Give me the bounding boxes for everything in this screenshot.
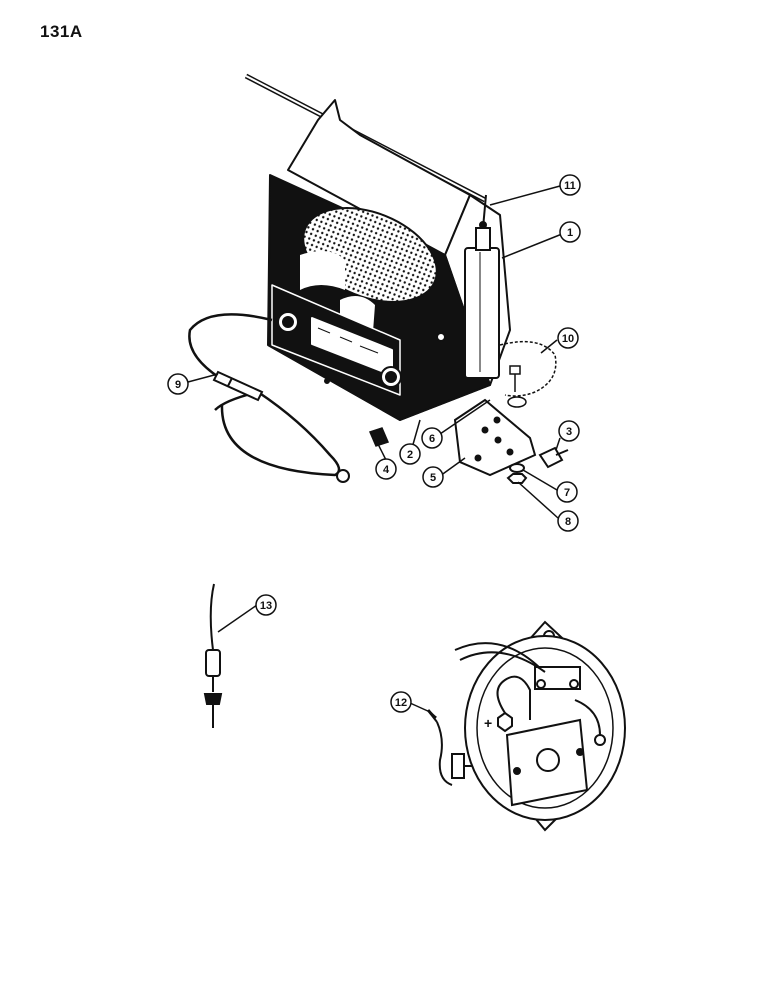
- callout-1: 1: [559, 221, 581, 243]
- svg-text:8: 8: [565, 516, 571, 528]
- svg-text:5: 5: [430, 472, 436, 484]
- svg-text:10: 10: [562, 333, 574, 345]
- callout-3: 3: [558, 420, 580, 442]
- callout-group: 11 1 10 9 6 2 4 5: [167, 174, 581, 713]
- callout-7: 7: [556, 481, 578, 503]
- callout-13: 13: [255, 594, 277, 616]
- part-4-clip: [368, 427, 390, 447]
- svg-text:11: 11: [564, 180, 576, 192]
- callout-6: 6: [421, 427, 443, 449]
- callout-10: 10: [557, 327, 579, 349]
- callout-4: 4: [375, 458, 397, 480]
- ring-terminal: [336, 469, 350, 483]
- part-13-inline-fuse: [203, 583, 223, 728]
- svg-text:13: 13: [260, 600, 272, 612]
- alternator-wires: [454, 642, 601, 736]
- callout-12: 12: [390, 691, 412, 713]
- positive-sign: +: [484, 715, 492, 731]
- part-6-screw: [509, 365, 521, 392]
- part-5-bracket-plate: [453, 398, 537, 477]
- svg-text:3: 3: [566, 426, 572, 438]
- part-3-bolt: [538, 446, 569, 469]
- fuse-holder: [212, 370, 264, 402]
- part-7-washer: [509, 463, 525, 473]
- page-number: 131A: [40, 22, 83, 41]
- svg-text:6: 6: [429, 433, 435, 445]
- callout-9: 9: [167, 373, 189, 395]
- svg-text:4: 4: [383, 464, 390, 476]
- part-10-bracket: [499, 340, 557, 408]
- svg-text:7: 7: [564, 487, 570, 499]
- part-1-cylinder: [464, 194, 500, 379]
- alternator-assembly: [464, 620, 626, 832]
- radio-assembly: [244, 73, 511, 421]
- callout-5: 5: [422, 466, 444, 488]
- callout-8: 8: [557, 510, 579, 532]
- svg-text:2: 2: [407, 449, 413, 461]
- svg-text:9: 9: [175, 379, 181, 391]
- part-8-nut: [506, 473, 528, 484]
- callout-2: 2: [399, 443, 421, 465]
- callout-11: 11: [559, 174, 581, 196]
- svg-text:1: 1: [567, 227, 573, 239]
- svg-text:12: 12: [395, 697, 407, 709]
